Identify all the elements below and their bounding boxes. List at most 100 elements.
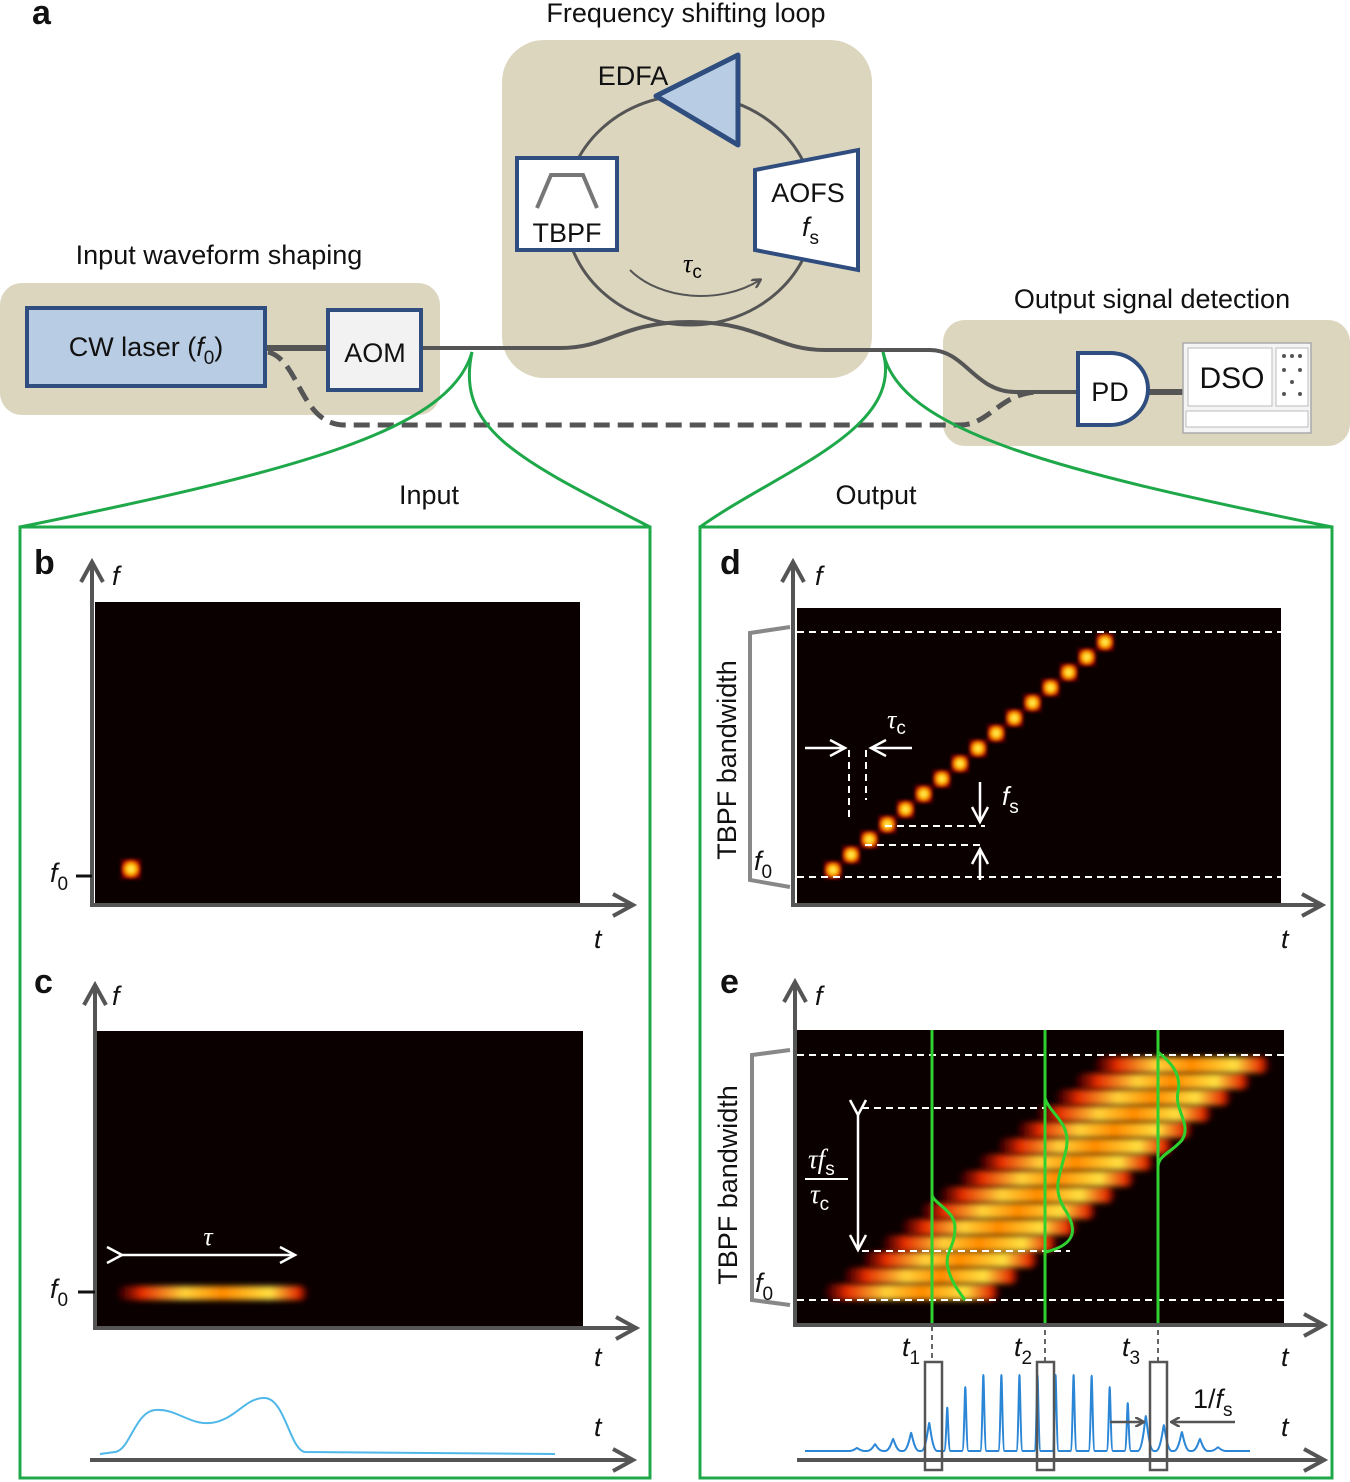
tbpf-label: TBPF [532,218,601,248]
panel-label-e: e [720,963,739,1001]
t-label-e: t [1281,1342,1290,1372]
comb-step [896,800,915,819]
aofs-frequency: fs [802,212,819,249]
f-label-c: f [112,981,122,1011]
comb-step [950,754,969,773]
output-detection-title: Output signal detection [1014,284,1290,314]
ratio-denominator: τc [810,1179,829,1215]
zoom-connectors [19,351,1333,529]
comb-step [842,845,861,864]
output-zoom-label: Output [835,480,917,510]
bandpass-icon [535,173,599,209]
spectral-band [960,1170,1135,1187]
comb-step [969,739,988,758]
spectral-band [1056,1089,1232,1106]
output-bands [825,1057,1270,1300]
panel-label-c: c [34,963,53,1001]
t-label-d: t [1281,924,1290,954]
input-zoom-label: Input [399,480,460,510]
spectral-band [1017,1121,1193,1138]
spectral-band [825,1284,1000,1300]
spectral-band [902,1219,1078,1236]
tau-c-markers [848,750,867,818]
spectral-band [1037,1105,1213,1122]
comb-step [860,830,879,849]
cw-laser [25,306,267,388]
window-t1 [923,1360,944,1472]
t-label-c: t [594,1342,603,1372]
f0-label-d: f0 [754,846,772,883]
f0-label-e: f0 [755,1268,773,1305]
spectral-band [998,1138,1174,1155]
comb-step [987,724,1006,743]
tbpf-filter [515,156,619,252]
reference-fiber-dashed [267,349,1041,428]
frequency-comb-steps [824,633,1114,879]
comb-step [1096,633,1114,651]
t3-label: t3 [1122,1332,1140,1369]
tau-c-label: τc [887,705,906,739]
aofs-shifter [753,147,860,273]
input-spot [121,859,141,879]
cw-laser-label: CW laser (f0) [69,332,224,369]
loop-background [502,40,872,378]
comb-step [1005,709,1024,727]
input-intensity-trace [99,1396,556,1455]
t-label-b: t [594,924,603,954]
f-label-e: f [815,981,825,1011]
f0-label-c: f0 [50,1274,68,1311]
t-label-e-bottom: t [1281,1412,1290,1442]
f-s-markers [865,825,985,846]
tbpf-bandwidth-label-d: TBPF bandwidth [712,660,742,860]
spectral-band [882,1235,1058,1252]
loop-title: Frequency shifting loop [546,0,825,28]
comb-step [824,861,842,879]
aom-modulator [326,308,423,392]
pd-label: PD [1091,377,1129,407]
panel-label-b: b [34,544,55,582]
comb-step [932,769,951,788]
ratio-numerator: τfs [808,1144,835,1180]
dso-label: DSO [1199,362,1264,395]
f-s-label: fs [1002,781,1019,818]
window-t2 [1035,1360,1056,1472]
loop-delay-label: τc [683,249,702,283]
tau-label: τ [203,1222,214,1251]
photodetector [1076,351,1150,427]
sampling-windows [923,1360,1169,1472]
oscilloscope-icon [1182,342,1312,434]
tbpf-bracket-d [748,625,791,889]
spectral-band [921,1202,1097,1219]
comb-step [1059,663,1078,682]
edfa-label: EDFA [598,61,669,91]
loop-direction-arrow [629,269,760,297]
panel-label-a: a [32,0,52,32]
comb-step [1041,678,1060,697]
f-label-b: f [112,561,122,591]
spectrogram-d [797,608,1281,903]
t1-label: t1 [902,1332,920,1369]
span-markers [862,1107,1070,1252]
input-shaping-title: Input waveform shaping [76,240,363,270]
fiber-main [421,319,1078,394]
panel-label-d: d [720,544,741,582]
comb-step [914,785,933,803]
input-waveform-band [118,1286,308,1300]
tbpf-bandwidth-label-e: TBPF bandwidth [713,1085,743,1285]
f-label-d: f [815,561,825,591]
tbpf-bracket-e [750,1048,791,1307]
comb-step [1077,648,1096,667]
f0-label-b: f0 [50,858,68,895]
spectral-band [1095,1057,1270,1073]
spectrogram-b [95,602,580,903]
time-slice-spectra [930,1030,1187,1325]
window-t3 [1148,1360,1169,1472]
t2-label: t2 [1014,1332,1032,1369]
period-label: 1/fs [1193,1384,1233,1421]
t-label-c-bottom: t [594,1412,603,1442]
input-frame [18,525,652,1480]
output-pulse-train [805,1373,1250,1452]
edfa-amplifier-icon [653,52,741,148]
aofs-label: AOFS [771,178,845,208]
spectral-band [1075,1073,1251,1090]
